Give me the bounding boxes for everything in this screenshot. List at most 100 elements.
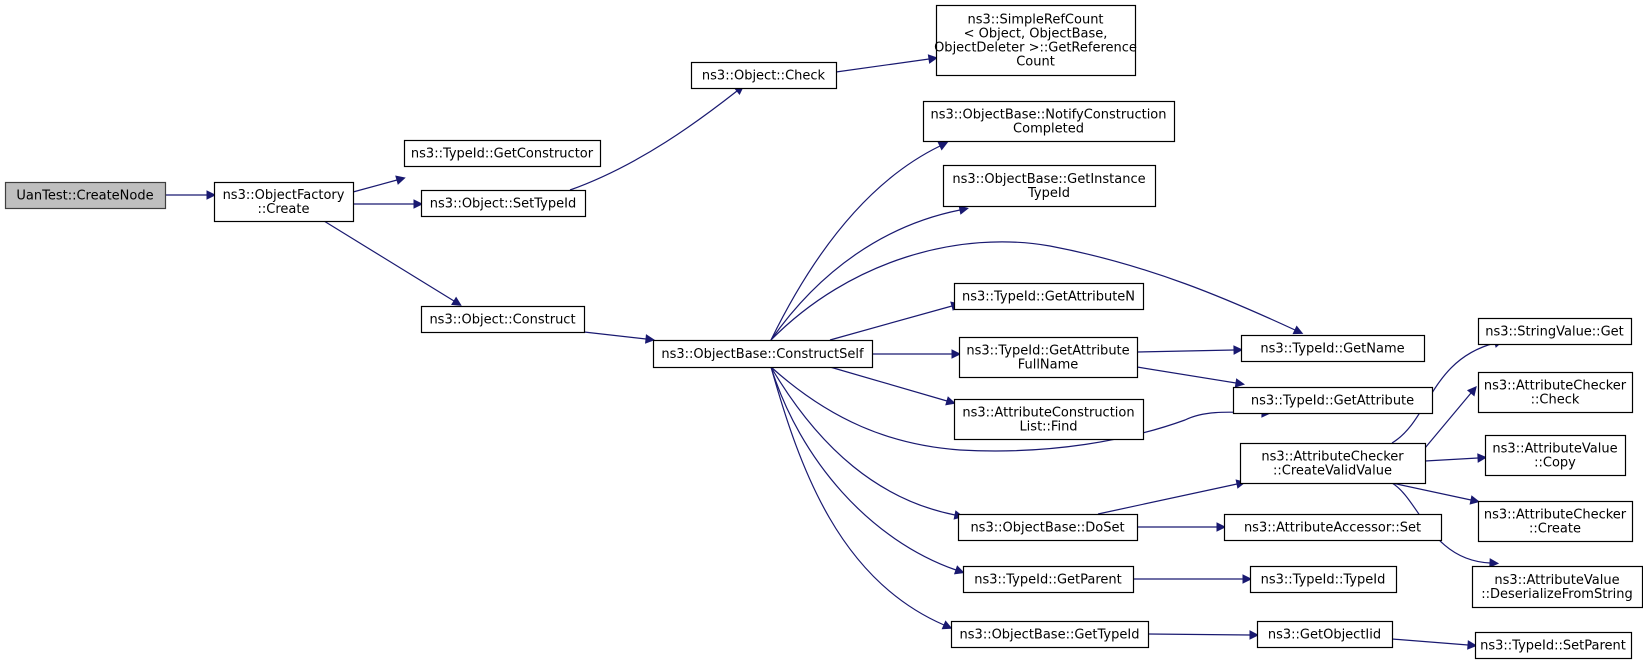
edge-line [1424,457,1479,462]
node-label-line: ns3::AttributeChecker [1484,379,1627,394]
edge-line [770,241,1296,341]
node-ns3-typeid-getname[interactable]: ns3::TypeId::GetName [1240,334,1426,363]
node-ns3-object-settypeid[interactable]: ns3::Object::SetTypeId [420,189,587,218]
node-ns3-getobjectiid[interactable]: ns3::GetObjectIid [1256,620,1394,649]
edge-line [1424,392,1472,449]
edge-ns3-objectbase-doset-to-ns3-attributeaccessor-set [1137,522,1227,532]
edge-line [1391,342,1496,444]
node-ns3-typeid-getattributen[interactable]: ns3::TypeId::GetAttributeN [953,282,1145,311]
node-ns3-typeid-typeid[interactable]: ns3::TypeId::TypeId [1249,565,1398,594]
node-box [1484,434,1627,477]
edge-ns3-objectbase-constructself-to-ns3-typeid-getparent [770,366,965,575]
edge-line [829,366,948,402]
edge-line [352,179,398,193]
node-ns3-typeid-getconstructor[interactable]: ns3::TypeId::GetConstructor [403,139,602,168]
edge-ns3-typeid-getattribute-fullname-to-ns3-typeid-getattribute [1136,366,1246,388]
node-ns3-stringvalue-get[interactable]: ns3::StringValue::Get [1477,317,1633,346]
node-label-line: ::Create [1529,522,1581,537]
node-box [213,181,355,223]
node-label-line: ns3::GetObjectIid [1268,628,1381,643]
edge-ns3-attributechecker-createvalidvalue-to-ns3-attributechecker-check [1424,386,1477,449]
arrowhead-icon [645,334,656,344]
node-label-line: TypeId [1027,186,1070,201]
node-ns3-objectbase-doset[interactable]: ns3::ObjectBase::DoSet [957,513,1139,542]
node-ns3-object-check[interactable]: ns3::Object::Check [690,61,838,90]
node-ns3-objectbase-constructself[interactable]: ns3::ObjectBase::ConstructSelf [652,339,874,369]
edge-line [583,331,647,340]
edge-line [1097,483,1238,515]
node-ns3-attributechecker-check[interactable]: ns3::AttributeChecker::Check [1477,371,1634,414]
call-graph-edges [165,54,1504,650]
edge-ns3-attributechecker-createvalidvalue-to-ns3-attributechecker-create [1391,482,1480,505]
edge-uantest-createnode-to-ns3-objectfactory-create [165,190,217,200]
node-box [1477,500,1634,543]
node-label-line: ns3::TypeId::TypeId [1261,573,1386,588]
arrowhead-icon [945,396,956,406]
node-ns3-object-construct[interactable]: ns3::Object::Construct [420,305,586,334]
node-box [958,336,1139,379]
arrowhead-icon [927,54,938,64]
node-box [922,100,1176,143]
arrowhead-icon [451,296,462,306]
arrowhead-icon [951,349,962,359]
node-ns3-objectfactory-create[interactable]: ns3::ObjectFactory::Create [213,181,355,223]
edge-line [829,305,953,341]
node-label-line: ::CreateValidValue [1273,464,1392,479]
edge-ns3-objectbase-gettypeid-to-ns3-getobjectiid [1147,630,1260,640]
node-label-line: ::Create [258,202,310,217]
node-box [1223,513,1443,542]
node-box [950,620,1150,649]
node-ns3-typeid-getparent[interactable]: ns3::TypeId::GetParent [962,565,1135,594]
arrowhead-icon [206,190,217,200]
edge-line [835,58,930,73]
edge-ns3-objectbase-constructself-to-ns3-typeid-getattributen [829,301,961,341]
node-ns3-attributechecker-createvalidvalue[interactable]: ns3::AttributeChecker::CreateValidValue [1239,442,1427,485]
node-label-line: ns3::StringValue::Get [1485,325,1623,340]
node-label-line: ObjectDeleter >::GetReference [934,41,1137,56]
node-ns3-typeid-getattribute[interactable]: ns3::TypeId::GetAttribute [1232,386,1434,415]
edge-ns3-objectbase-constructself-to-ns3-typeid-getname [770,241,1304,341]
node-label-line: Completed [1013,122,1084,137]
edge-ns3-typeid-getattribute-fullname-to-ns3-typeid-getname [1136,345,1244,355]
edge-ns3-objectbase-constructself-to-ns3-attributeconstruction-list-find [829,366,956,406]
node-label-line: ns3::TypeId::GetName [1260,342,1404,357]
edge-line [770,366,957,571]
node-box [1471,565,1643,609]
node-box [953,398,1145,441]
node-ns3-attributeaccessor-set[interactable]: ns3::AttributeAccessor::Set [1223,513,1443,542]
node-label-line: ns3::AttributeChecker [1261,450,1404,465]
arrowhead-icon [1249,630,1260,640]
edge-line [1136,366,1237,384]
node-box [1256,620,1394,649]
node-ns3-attributevalue-deserializefromstring[interactable]: ns3::AttributeValue::DeserializeFromStri… [1471,565,1643,609]
edge-ns3-object-settypeid-to-ns3-object-check [569,85,745,191]
edge-line [770,366,1263,452]
node-box [403,139,602,168]
edge-ns3-objectbase-constructself-to-ns3-objectbase-gettypeid [770,366,953,630]
node-ns3-objectbase-notifyconstruction-completed[interactable]: ns3::ObjectBase::NotifyConstructionCompl… [922,100,1176,143]
arrowhead-icon [1469,495,1480,505]
node-box [935,4,1137,77]
edge-line [770,366,945,626]
edge-ns3-objectbase-constructself-to-ns3-objectbase-doset [770,366,964,520]
node-box [1474,631,1633,660]
call-graph-nodes: UanTest::CreateNode ns3::ObjectFactory::C… [4,4,1643,660]
arrowhead-icon [413,199,424,209]
node-label-line: ns3::TypeId::GetAttribute [1251,394,1414,409]
node-box [652,339,874,369]
node-uantest-createnode[interactable]: UanTest::CreateNode [4,181,167,210]
node-label-line: ::Check [1531,393,1580,408]
node-ns3-typeid-setparent[interactable]: ns3::TypeId::SetParent [1474,631,1633,660]
node-label-line: ns3::SimpleRefCount [967,13,1103,28]
arrowhead-icon [1466,386,1477,397]
node-ns3-simplerefcount-object-objectbase-objectdeleter-getreference-count[interactable]: ns3::SimpleRefCount< Object, ObjectBase,… [934,4,1137,77]
node-ns3-objectbase-gettypeid[interactable]: ns3::ObjectBase::GetTypeId [950,620,1150,649]
node-label-line: ns3::ObjectBase::ConstructSelf [661,347,864,362]
node-box [4,181,167,210]
node-ns3-attributevalue-copy[interactable]: ns3::AttributeValue::Copy [1484,434,1627,477]
node-ns3-attributechecker-create[interactable]: ns3::AttributeChecker::Create [1477,500,1634,543]
